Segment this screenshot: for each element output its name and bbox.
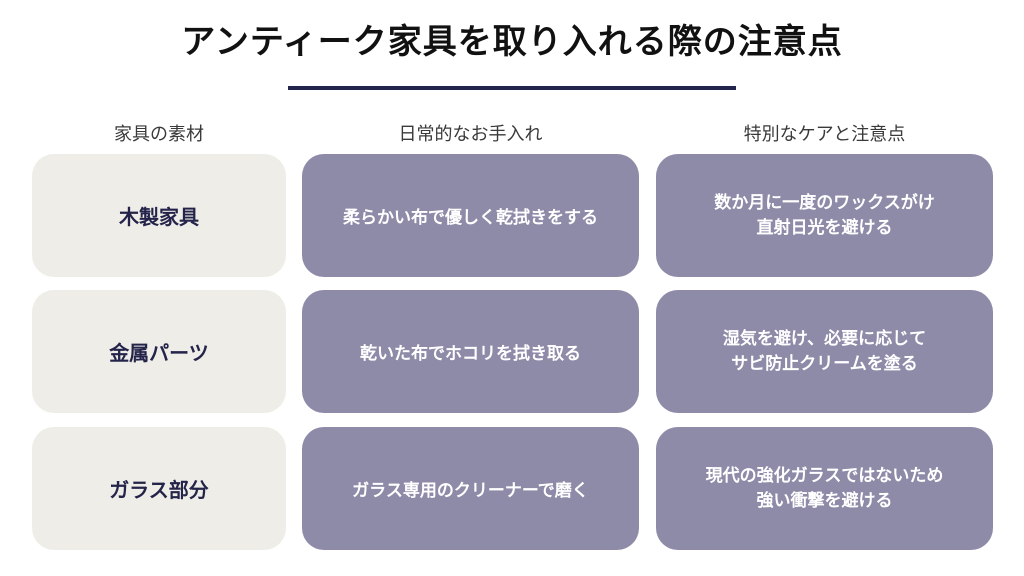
- note-line: サビ防止クリームを塗る: [731, 353, 918, 374]
- column-header-notes: 特別なケアと注意点: [743, 124, 906, 145]
- material-label: 木製家具: [119, 205, 199, 229]
- care-card-wood: 柔らかい布で優しく乾拭きをする: [302, 154, 639, 277]
- column-header-material: 家具の素材: [114, 124, 204, 145]
- material-card-metal: 金属パーツ: [32, 290, 286, 413]
- note-card-wood: 数か月に一度のワックスがけ 直射日光を避ける: [656, 154, 993, 277]
- page-title: アンティーク家具を取り入れる際の注意点: [181, 22, 843, 62]
- note-line: 数か月に一度のワックスがけ: [714, 192, 935, 213]
- title-underline: [288, 86, 736, 90]
- note-card-metal: 湿気を避け、必要に応じて サビ防止クリームを塗る: [656, 290, 993, 413]
- note-line: 湿気を避け、必要に応じて: [722, 328, 927, 349]
- note-line: 直射日光を避ける: [756, 217, 893, 238]
- care-card-glass: ガラス専用のクリーナーで磨く: [302, 427, 639, 550]
- care-text: 柔らかい布で優しく乾拭きをする: [343, 208, 598, 228]
- material-card-glass: ガラス部分: [32, 427, 286, 550]
- care-text: ガラス専用のクリーナーで磨く: [352, 481, 589, 501]
- note-card-glass: 現代の強化ガラスではないため 強い衝撃を避ける: [656, 427, 993, 550]
- column-header-care: 日常的なお手入れ: [398, 124, 543, 145]
- note-line: 強い衝撃を避ける: [756, 490, 893, 511]
- care-card-metal: 乾いた布でホコリを拭き取る: [302, 290, 639, 413]
- material-label: 金属パーツ: [109, 341, 209, 365]
- note-line: 現代の強化ガラスではないため: [705, 465, 944, 486]
- care-text: 乾いた布でホコリを拭き取る: [360, 344, 581, 364]
- material-label: ガラス部分: [109, 478, 209, 502]
- material-card-wood: 木製家具: [32, 154, 286, 277]
